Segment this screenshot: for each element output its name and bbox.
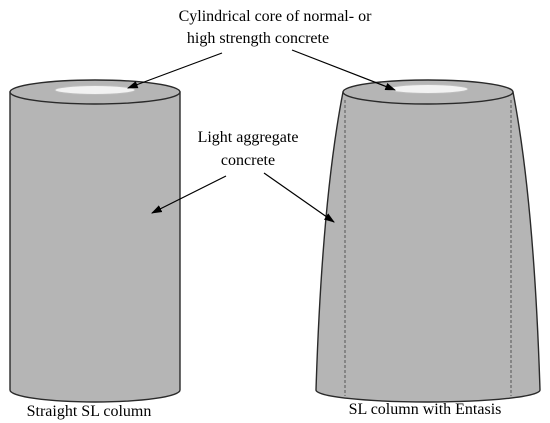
entasis-column-caption: SL column with Entasis	[349, 401, 502, 418]
straight-column	[9, 79, 181, 403]
entasis-column-body	[315, 91, 541, 403]
straight-column-caption: Straight SL column	[27, 403, 152, 420]
entasis-column-core	[387, 84, 469, 94]
straight-column-body	[9, 91, 181, 403]
light-aggregate-label-line1: Light aggregate	[198, 129, 299, 146]
core-label-line2: high strength concrete	[187, 30, 329, 47]
entasis-column	[315, 79, 541, 403]
core-label-line1: Cylindrical core of normal- or	[179, 8, 372, 25]
straight-column-core	[54, 85, 136, 95]
arrow-light-left	[151, 175, 227, 214]
arrow-core-left	[126, 52, 223, 89]
arrow-light-right	[263, 172, 335, 223]
light-aggregate-label-line2: concrete	[221, 152, 275, 169]
arrow-core-right	[291, 49, 397, 91]
